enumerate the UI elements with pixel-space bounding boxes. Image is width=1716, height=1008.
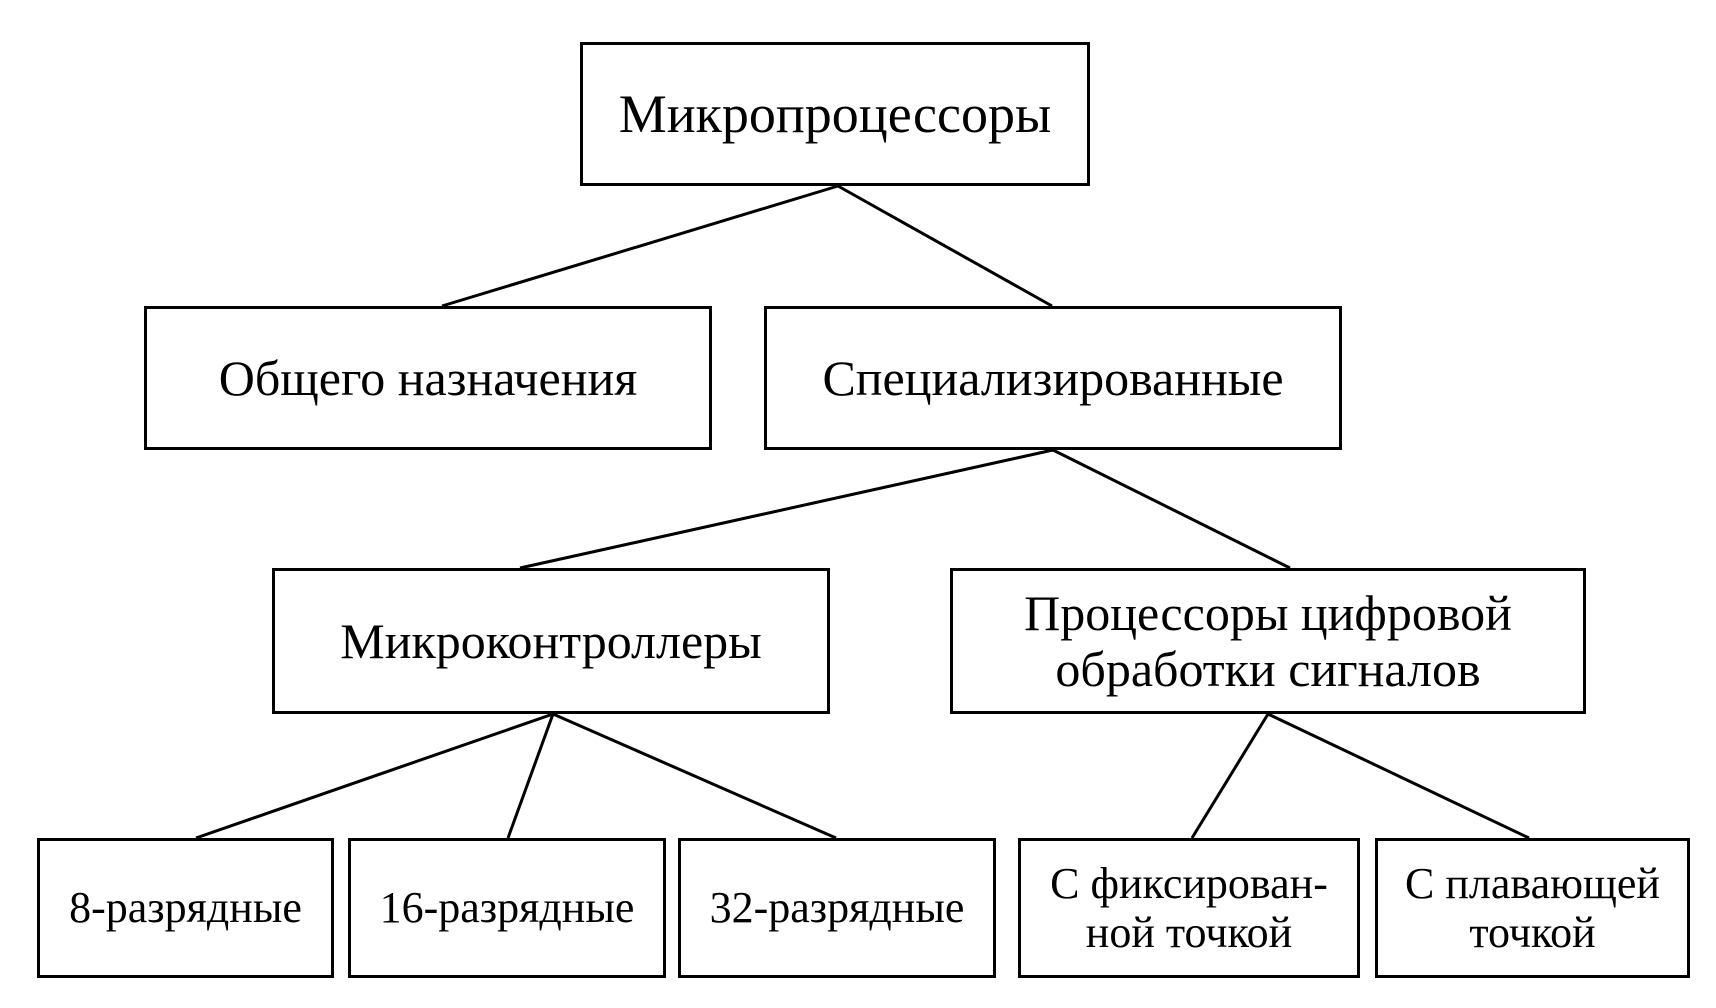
connector-special-to-mcu [519,448,1054,570]
connector-mcu-to-bit32 [552,712,837,840]
connector-special-to-dsp [1052,448,1291,570]
node-floating-point: С плавающей точкой [1375,838,1690,978]
node-specialized: Специализированные [764,306,1342,450]
connector-dsp-to-fixed [1190,713,1270,839]
node-32-bit: 32-разрядные [678,838,996,978]
connector-root-to-special [837,184,1053,308]
node-root-microprocessors: Микропроцессоры [580,42,1090,186]
connector-mcu-to-bit8 [195,712,554,840]
connector-mcu-to-bit16 [506,713,555,839]
node-microcontrollers: Микроконтроллеры [272,568,830,714]
node-8-bit: 8-разрядные [37,838,334,978]
node-fixed-point: С фиксирован- ной точкой [1018,838,1360,978]
connector-root-to-general [441,184,839,308]
node-digital-signal-processors: Процессоры цифровой обработки сигналов [950,568,1586,714]
connector-dsp-to-float [1267,712,1530,840]
node-16-bit: 16-разрядные [348,838,666,978]
node-general-purpose: Общего назначения [144,306,712,450]
